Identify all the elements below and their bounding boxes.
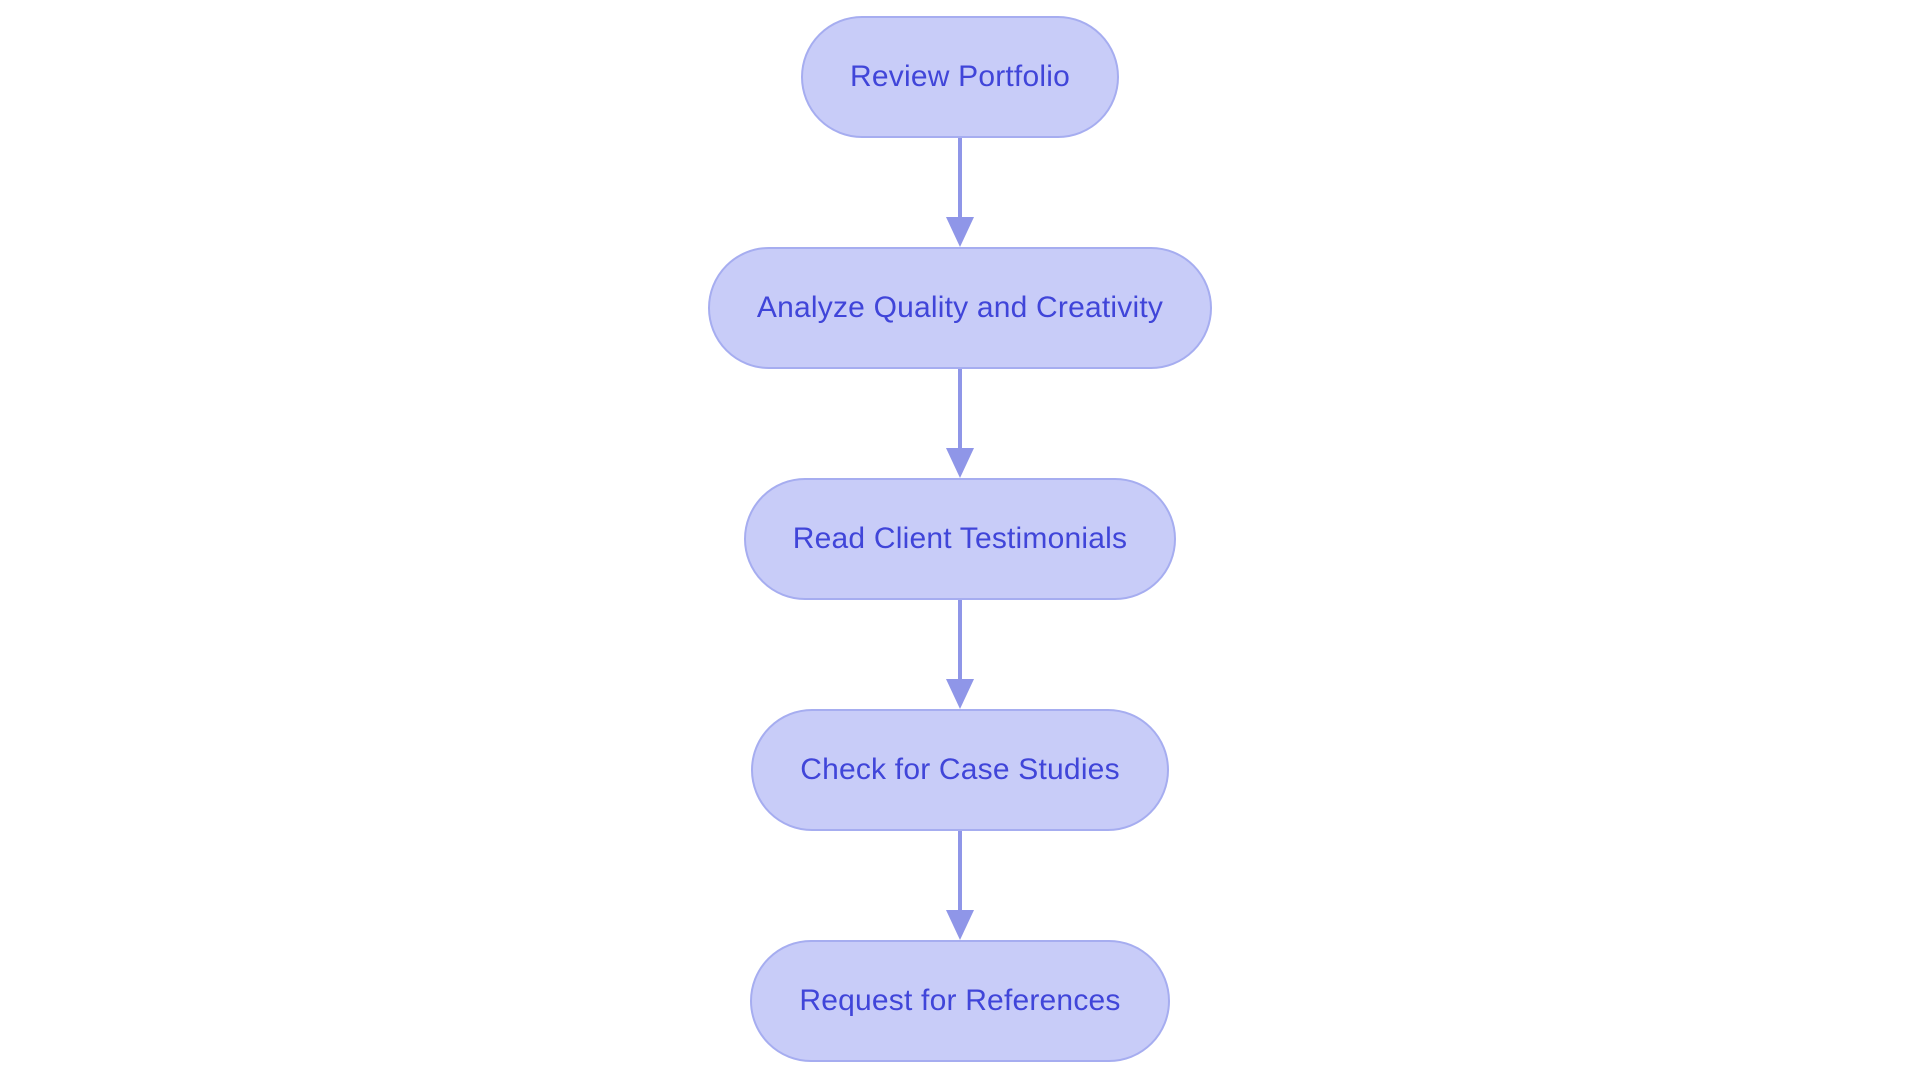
- arrow-line: [958, 369, 962, 449]
- flow-arrow: [946, 600, 974, 709]
- flow-node-review-portfolio: Review Portfolio: [801, 16, 1119, 138]
- arrow-down-icon: [946, 217, 974, 247]
- flow-node-check-for-case-studies: Check for Case Studies: [751, 709, 1169, 831]
- arrow-down-icon: [946, 448, 974, 478]
- arrow-line: [958, 831, 962, 911]
- flow-arrow: [946, 369, 974, 478]
- flow-node-label: Review Portfolio: [850, 60, 1070, 93]
- flow-node-label: Analyze Quality and Creativity: [756, 291, 1164, 324]
- flow-node-analyze-quality-and-creativity: Analyze Quality and Creativity: [707, 247, 1213, 369]
- flow-node-label: Read Client Testimonials: [792, 522, 1128, 555]
- arrow-line: [958, 138, 962, 218]
- flow-arrow: [946, 831, 974, 940]
- flow-node-request-for-references: Request for References: [750, 940, 1170, 1062]
- flow-arrow: [946, 138, 974, 247]
- flow-node-read-client-testimonials: Read Client Testimonials: [743, 478, 1177, 600]
- arrow-line: [958, 600, 962, 680]
- flow-node-label: Check for Case Studies: [800, 753, 1120, 786]
- arrow-down-icon: [946, 910, 974, 940]
- flow-node-label: Request for References: [799, 984, 1121, 1017]
- arrow-down-icon: [946, 679, 974, 709]
